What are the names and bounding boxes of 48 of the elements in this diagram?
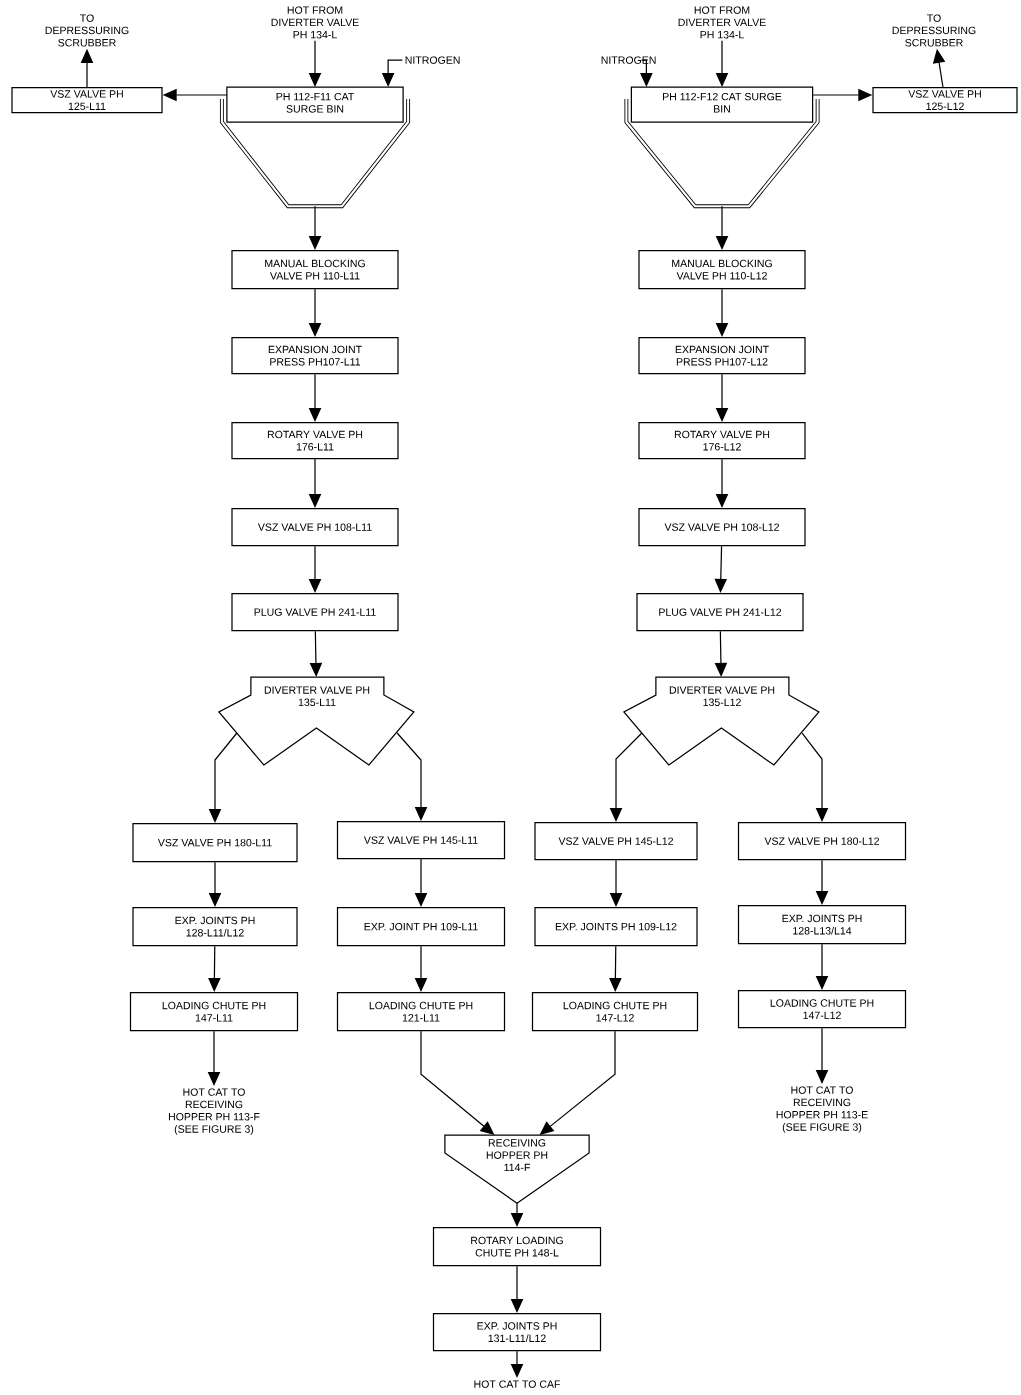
equipment-box: LOADING CHUTE PH 147-L12 <box>737 990 907 1029</box>
diverter-valve: DIVERTER VALVE PH 135-L11 <box>217 676 415 766</box>
equipment-box: LOADING CHUTE PH 147-L12 <box>531 992 699 1032</box>
surge-bin: PH 112-F12 CAT SURGE BIN <box>624 86 820 209</box>
flow-note: HOT FROM DIVERTER VALVE PH 134-L <box>271 6 359 39</box>
diverter-valve: DIVERTER VALVE PH 135-L12 <box>622 676 820 766</box>
equipment-box: PLUG VALVE PH 241-L12 <box>636 593 804 632</box>
flow-note: TO DEPRESSURING SCRUBBER <box>45 14 129 47</box>
equipment-box: EXP. JOINTS PH 109-L12 <box>534 907 698 947</box>
arrow <box>309 630 323 677</box>
equipment-box: VSZ VALVE PH 108-L12 <box>638 508 806 547</box>
equipment-box: VSZ VALVE PH 125-L12 <box>872 87 1018 114</box>
arrow <box>801 732 829 822</box>
equipment-box: VSZ VALVE PH 125-L11 <box>11 87 163 114</box>
equipment-box: EXPANSION JOINT PRESS PH107-L12 <box>638 337 806 375</box>
equipment-box: LOADING CHUTE PH 147-L11 <box>129 992 299 1032</box>
arrow <box>396 732 428 821</box>
arrow <box>714 630 728 677</box>
equipment-box: PLUG VALVE PH 241-L11 <box>231 593 399 632</box>
equipment-box: EXPANSION JOINT PRESS PH107-L11 <box>231 337 399 375</box>
equipment-box: VSZ VALVE PH 145-L11 <box>336 821 506 860</box>
equipment-box: ROTARY VALVE PH 176-L12 <box>638 422 806 460</box>
arrow <box>609 945 622 992</box>
flow-note: NITROGEN <box>405 56 460 64</box>
flow-note: TO DEPRESSURING SCRUBBER <box>892 14 976 47</box>
equipment-box: EXP. JOINT PH 109-L11 <box>336 907 506 947</box>
equipment-box: VSZ VALVE PH 145-L12 <box>534 822 698 861</box>
flow-note: HOT CAT TO RECEIVING HOPPER PH 113-E (SEE FIGURE 3) <box>776 1086 868 1133</box>
equipment-box: VSZ VALVE PH 180-L11 <box>132 823 298 863</box>
flow-note: HOT FROM DIVERTER VALVE PH 134-L <box>678 6 766 39</box>
arrow <box>640 59 653 87</box>
flow-note: NITROGEN <box>601 56 656 64</box>
arrow <box>208 945 221 992</box>
equipment-box: MANUAL BLOCKING VALVE PH 110-L12 <box>638 250 806 290</box>
receiving-hopper: RECEIVING HOPPER PH 114-F <box>444 1134 590 1204</box>
equipment-box: EXP. JOINTS PH 128-L13/L14 <box>737 905 907 945</box>
flow-note: HOT CAT TO CAF <box>474 1380 561 1388</box>
equipment-box: MANUAL BLOCKING VALVE PH 110-L11 <box>231 250 399 290</box>
equipment-box: ROTARY VALVE PH 176-L11 <box>231 422 399 460</box>
equipment-box: ROTARY LOADING CHUTE PH 148-L <box>432 1227 602 1267</box>
equipment-box: LOADING CHUTE PH 121-L11 <box>336 992 506 1032</box>
surge-bin: PH 112-F11 CAT SURGE BIN <box>219 86 411 209</box>
equipment-box: EXP. JOINTS PH 128-L11/L12 <box>132 907 298 947</box>
equipment-box: VSZ VALVE PH 108-L11 <box>231 508 399 547</box>
flow-note: HOT CAT TO RECEIVING HOPPER PH 113-F (SEE FIGURE 3) <box>168 1088 260 1135</box>
equipment-box: VSZ VALVE PH 180-L12 <box>737 822 907 861</box>
arrow <box>714 545 728 593</box>
equipment-box: EXP. JOINTS PH 131-L11/L12 <box>432 1313 602 1352</box>
